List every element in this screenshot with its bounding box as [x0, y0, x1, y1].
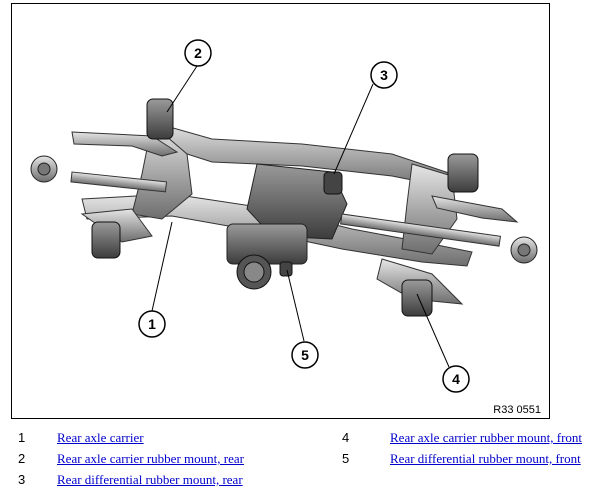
callout-5-label: 5: [301, 347, 309, 363]
diff-mount-front: [279, 261, 293, 277]
mount-front-right: [401, 279, 433, 317]
callout-3-label: 3: [380, 67, 388, 83]
differential-lower: [226, 223, 308, 265]
legend: 1 Rear axle carrier 2 Rear axle carrier …: [0, 426, 604, 494]
callout-1: 1: [138, 310, 166, 338]
legend-num-4: 4: [342, 430, 350, 445]
left-side-member: [131, 123, 193, 220]
callout-3: 3: [370, 61, 398, 89]
legend-num-2: 2: [18, 451, 26, 466]
callout-2: 2: [184, 39, 212, 67]
right-upper-arm: [431, 195, 519, 223]
legend-link-diff-mount-front[interactable]: Rear differential rubber mount, front: [390, 451, 581, 466]
legend-num-1: 1: [18, 430, 26, 445]
mount-rear-right: [447, 153, 479, 193]
figure-code: R33 0551: [491, 404, 543, 416]
legend-link-diff-mount-rear[interactable]: Rear differential rubber mount, rear: [57, 472, 243, 487]
callout-1-label: 1: [148, 316, 156, 332]
axle-drawing: 1 2 3 4 5: [30, 39, 538, 393]
diff-mount-rear: [323, 171, 343, 195]
mount-rear-left: [146, 98, 174, 140]
legend-link-carrier-mount-front[interactable]: Rear axle carrier rubber mount, front: [390, 430, 583, 445]
callout-2-label: 2: [194, 45, 202, 61]
left-drive-shaft: [70, 171, 168, 193]
mount-front-left: [91, 221, 121, 259]
callout-5: 5: [291, 341, 319, 369]
callout-4-label: 4: [452, 371, 460, 387]
legend-link-rear-axle-carrier[interactable]: Rear axle carrier: [57, 430, 144, 445]
callout-4: 4: [442, 365, 470, 393]
right-drive-shaft: [340, 213, 502, 247]
legend-num-5: 5: [342, 451, 350, 466]
axle-illustration: 1 2 3 4 5 R33 0551: [11, 3, 550, 419]
legend-link-carrier-mount-rear[interactable]: Rear axle carrier rubber mount, rear: [57, 451, 244, 466]
legend-num-3: 3: [18, 472, 26, 487]
